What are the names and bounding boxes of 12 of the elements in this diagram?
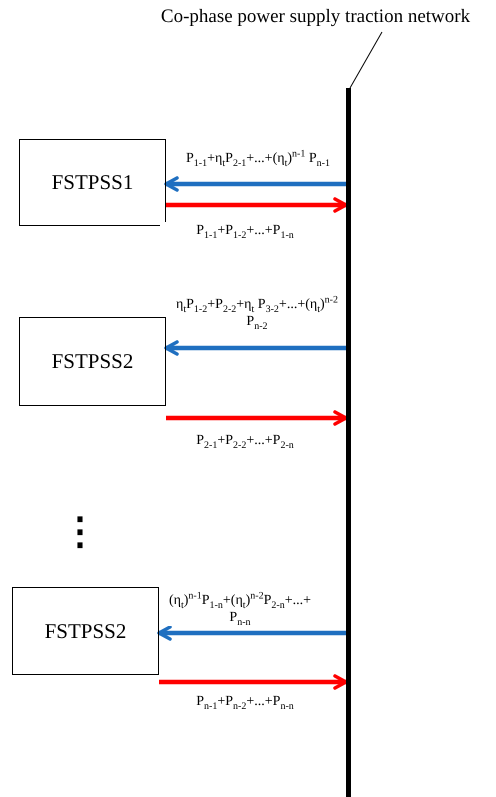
network-label: Co-phase power supply traction network xyxy=(135,6,496,32)
bus-bar xyxy=(346,88,351,797)
substation-box: FSTPSS2 xyxy=(12,587,159,675)
power-flow-arrow xyxy=(166,197,348,213)
leader-line xyxy=(350,32,382,88)
power-flow-arrow xyxy=(157,625,346,641)
power-flow-arrow xyxy=(166,410,348,426)
power-flow-arrow xyxy=(164,176,346,192)
power-flow-arrow xyxy=(159,674,348,690)
power-flow-arrow xyxy=(164,340,346,356)
substation-box: FSTPSS2 xyxy=(19,317,166,406)
substation-box: FSTPSS1 xyxy=(19,139,166,226)
